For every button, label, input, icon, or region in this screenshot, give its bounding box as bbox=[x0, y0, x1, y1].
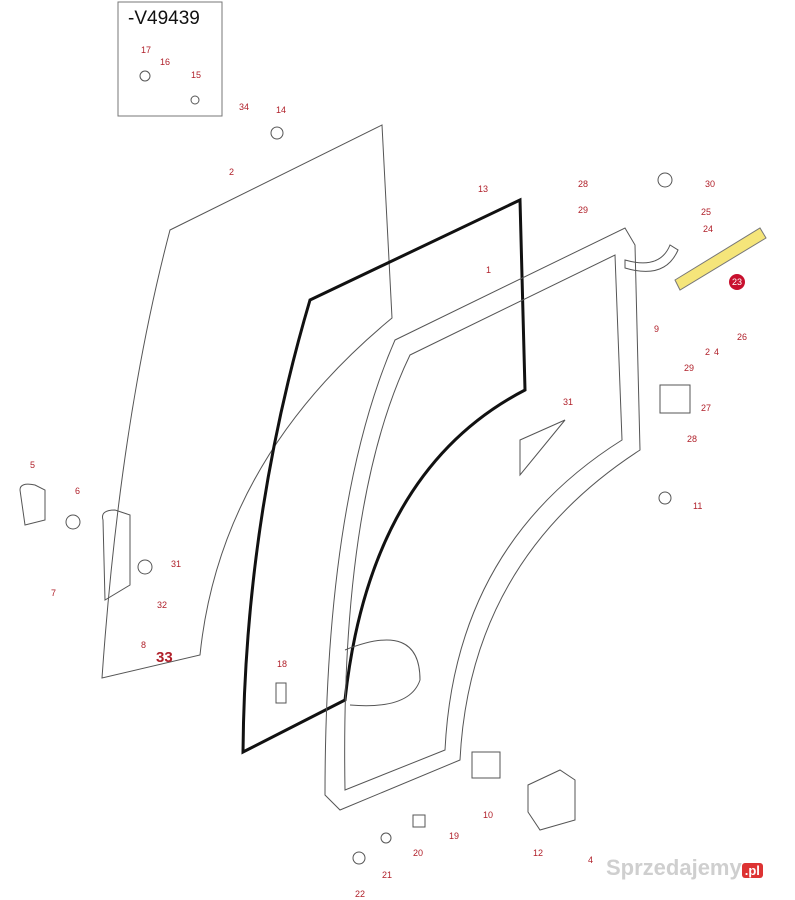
callout: 28 bbox=[578, 179, 588, 189]
callout: 5 bbox=[30, 460, 35, 470]
callout: 31 bbox=[563, 397, 573, 407]
callout: 8 bbox=[141, 640, 146, 650]
nut-17 bbox=[139, 70, 151, 82]
callout: 18 bbox=[277, 659, 287, 669]
hinge-plate-27 bbox=[659, 384, 691, 414]
callout: 14 bbox=[276, 105, 286, 115]
vent-glass bbox=[519, 419, 566, 477]
callout: 29 bbox=[684, 363, 694, 373]
callout: 22 bbox=[355, 889, 365, 899]
callout: 17 bbox=[141, 45, 151, 55]
washer-21 bbox=[380, 832, 392, 844]
nut-15 bbox=[190, 95, 200, 105]
callout: 10 bbox=[483, 810, 493, 820]
callout: 19 bbox=[449, 831, 459, 841]
latch-10 bbox=[471, 751, 501, 779]
highlight-badge bbox=[729, 274, 745, 290]
inset-box bbox=[117, 1, 223, 117]
gas-strut bbox=[674, 227, 767, 291]
callout: 34 bbox=[239, 102, 249, 112]
callout: 26 bbox=[737, 332, 747, 342]
callout: 27 bbox=[701, 403, 711, 413]
callout: 25 bbox=[701, 207, 711, 217]
lock-handle bbox=[19, 483, 46, 526]
watermark-text: Sprzedajemy bbox=[606, 855, 742, 880]
hinge-plate bbox=[102, 509, 131, 601]
callout: 6 bbox=[75, 486, 80, 496]
label-18 bbox=[275, 682, 287, 704]
callout: 24 bbox=[703, 224, 713, 234]
callout: 9 bbox=[654, 324, 659, 334]
callout: 2 bbox=[229, 167, 234, 177]
watermark: Sprzedajemy.pl bbox=[606, 855, 763, 881]
door-seal bbox=[241, 197, 527, 755]
callout: 4 bbox=[714, 347, 719, 357]
callout: 1 bbox=[486, 265, 491, 275]
callout: 15 bbox=[191, 70, 201, 80]
door-glass bbox=[101, 124, 393, 679]
callout: 29 bbox=[578, 205, 588, 215]
callout: 28 bbox=[687, 434, 697, 444]
door-frame-inner bbox=[344, 254, 623, 791]
callout: 20 bbox=[413, 848, 423, 858]
cap bbox=[137, 559, 153, 575]
callout: 23 bbox=[732, 277, 742, 287]
callout: 31 bbox=[171, 559, 181, 569]
watermark-suffix: .pl bbox=[741, 863, 763, 878]
callout: 12 bbox=[533, 848, 543, 858]
strut-bracket bbox=[624, 244, 679, 272]
nut-11 bbox=[658, 491, 672, 505]
callout: 7 bbox=[51, 588, 56, 598]
callout: 2 bbox=[705, 347, 710, 357]
door-handle bbox=[344, 639, 421, 707]
callout: 16 bbox=[160, 57, 170, 67]
striker-12 bbox=[527, 769, 576, 831]
door-frame bbox=[324, 227, 641, 811]
callout: 4 bbox=[588, 855, 593, 865]
callout: 21 bbox=[382, 870, 392, 880]
callout-highlight: 33 bbox=[156, 649, 173, 666]
nut-22 bbox=[352, 851, 366, 865]
cap-30 bbox=[657, 172, 673, 188]
clip-20 bbox=[412, 814, 426, 828]
callout: 32 bbox=[157, 600, 167, 610]
callout-labels: 17 16 15 34 14 2 13 1 28 30 29 25 24 23 … bbox=[30, 45, 747, 899]
callout: 11 bbox=[693, 501, 702, 511]
plate-14 bbox=[270, 126, 284, 140]
diagram-title: -V49439 bbox=[128, 8, 200, 29]
callout: 30 bbox=[705, 179, 715, 189]
callout: 13 bbox=[478, 184, 488, 194]
washer bbox=[65, 514, 81, 530]
